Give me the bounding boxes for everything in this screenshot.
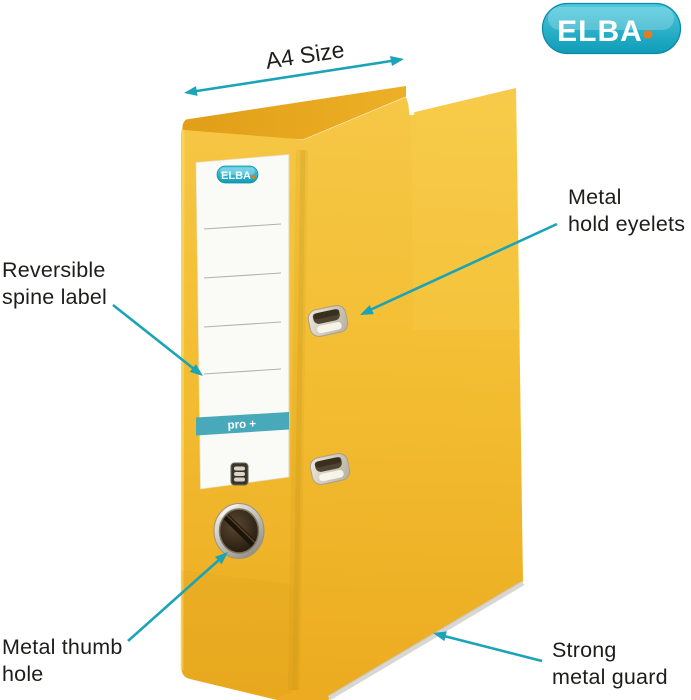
spine-edge-highlight: [180, 129, 185, 671]
arrow-spine-label: [112, 303, 203, 376]
callout-thumb-hole: Metal thumb hole: [2, 634, 123, 688]
binder-top-edge: [182, 86, 406, 140]
spine-logo-dot: [251, 175, 256, 179]
callout-metal-guard-line1: Strong: [552, 638, 617, 662]
callout-metal-guard: Strong metal guard: [552, 637, 668, 691]
spine-fold-shadow-core: [292, 149, 306, 691]
callout-spine-label-line1: Reversible: [2, 258, 106, 282]
callout-metal-guard-line2: metal guard: [552, 665, 668, 689]
callout-spine-label: Reversible spine label: [2, 257, 107, 311]
annotation-arrows: [112, 56, 558, 663]
certification-stamp-icon: [230, 462, 249, 486]
metal-guard: [327, 580, 525, 700]
elba-logo-dot: [643, 30, 653, 39]
spine-label: ELBA pro +: [195, 154, 290, 490]
spine-fold-shadow: [288, 149, 308, 691]
cover-gap: [406, 83, 415, 116]
cover-top-highlight: [411, 88, 521, 330]
arrow-hold-eyelets: [360, 222, 558, 315]
elba-logo-text: ELBA: [557, 15, 643, 48]
metal-guard-edge: [327, 580, 522, 698]
thumb-hole: [213, 503, 265, 559]
hold-eyelet-bottom: [309, 453, 351, 485]
callout-hold-eyelets-line2: hold eyelets: [568, 212, 686, 236]
pro-plus-band: pro +: [196, 412, 289, 436]
elba-logo-icon: ELBA: [541, 2, 682, 55]
pro-plus-text: pro +: [227, 418, 256, 431]
dimension-arrow-a4: [184, 56, 404, 96]
hold-eyelet-top: [307, 305, 349, 337]
spine-label-ruled-lines: [203, 223, 282, 375]
spine-logo-text: ELBA: [221, 170, 251, 182]
arrow-metal-guard: [433, 631, 543, 663]
arrow-thumb-hole: [127, 552, 228, 642]
callout-spine-label-line2: spine label: [2, 285, 107, 309]
spine-elba-logo-icon: ELBA: [216, 165, 259, 184]
spine-bottom-shade: [181, 570, 295, 698]
callout-thumb-hole-line1: Metal thumb: [2, 635, 123, 659]
callout-thumb-hole-line2: hole: [2, 662, 44, 686]
callout-hold-eyelets-line1: Metal: [568, 185, 622, 209]
callout-hold-eyelets: Metal hold eyelets: [568, 184, 685, 238]
